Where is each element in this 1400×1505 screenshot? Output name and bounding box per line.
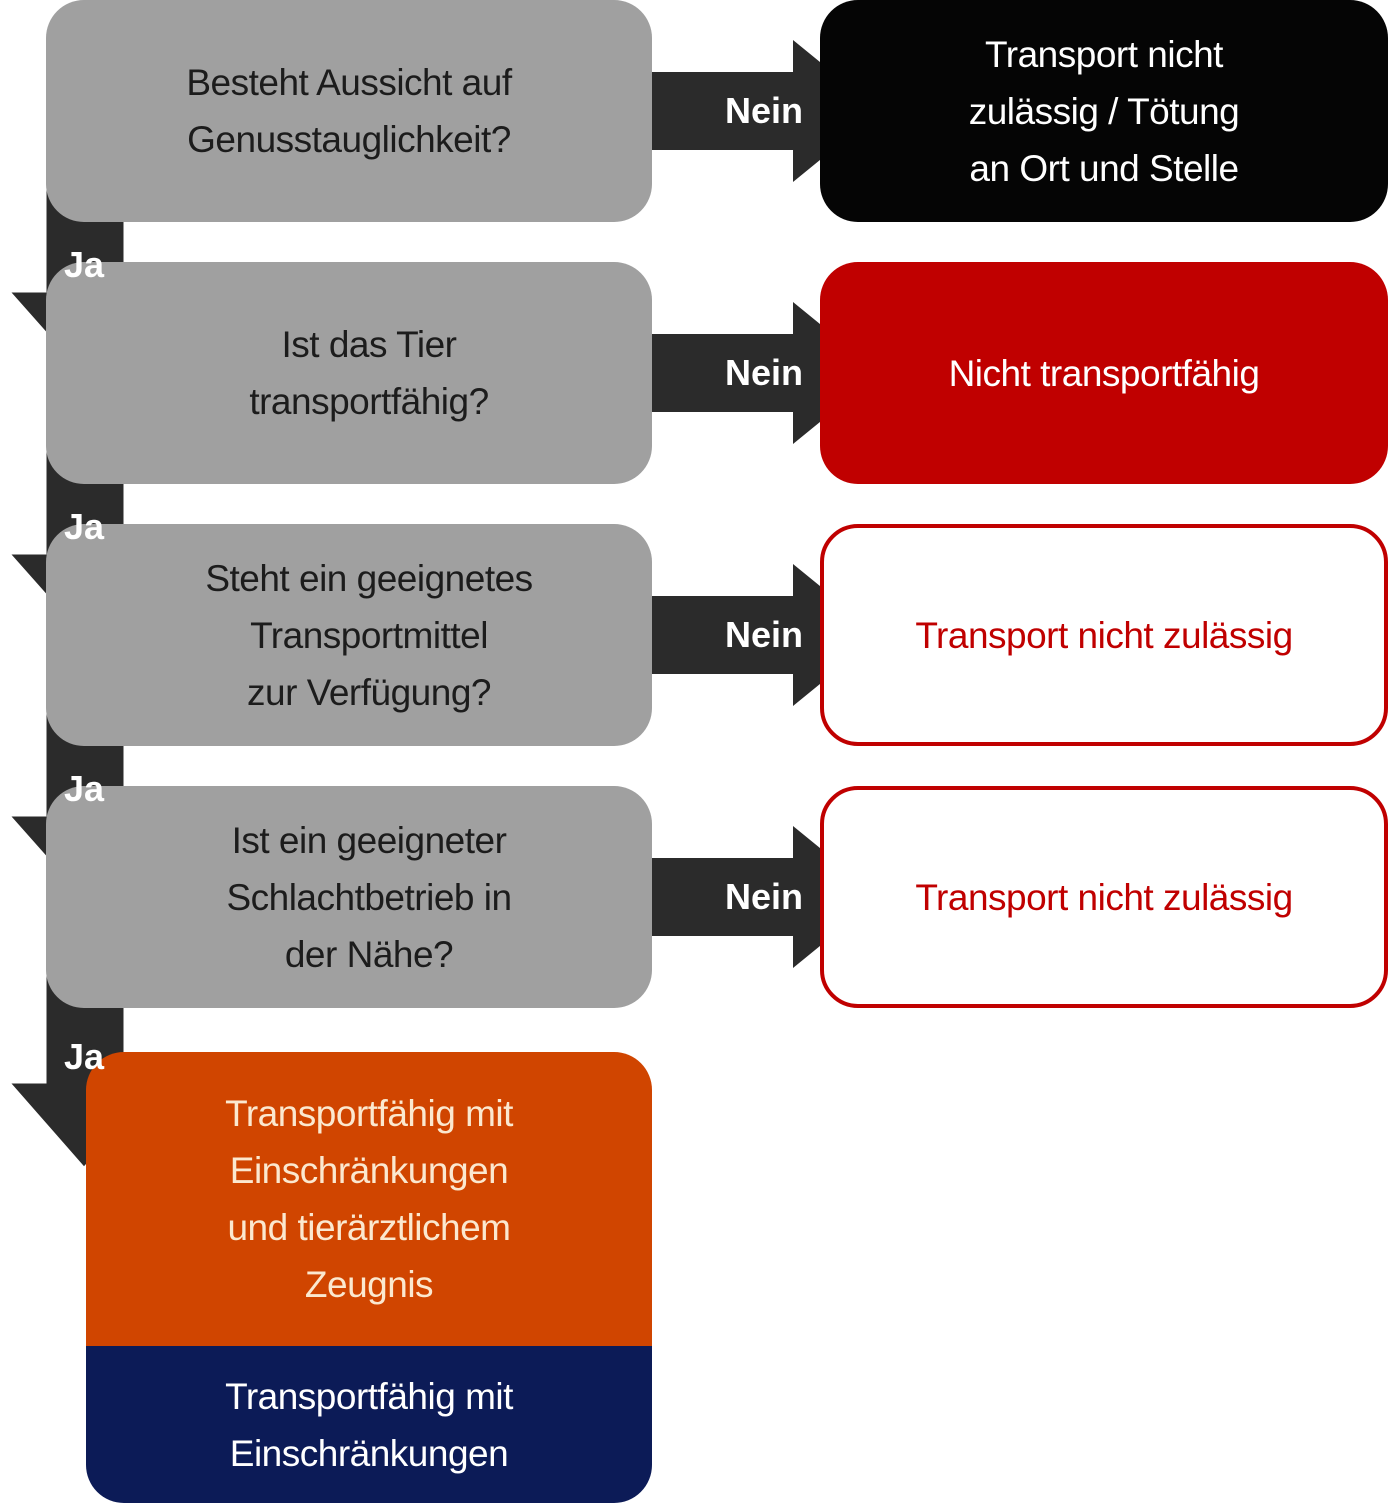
ja-label-3: Ja — [63, 768, 105, 809]
outcome-nicht-transportfaehig: Nicht transportfähig — [820, 262, 1388, 484]
question-schlachtbetrieb: Ist ein geeigneter Schlachtbetrieb in de… — [46, 786, 652, 1008]
ja-label-1: Ja — [63, 244, 105, 285]
nein-label-1: Nein — [724, 90, 803, 131]
question-transportmittel: Steht ein geeignetes Transportmittel zur… — [46, 524, 652, 746]
nein-label-3: Nein — [724, 614, 803, 655]
outcome-transport-nicht-zulaessig-2: Transport nicht zulässig — [820, 786, 1388, 1008]
nein-label-4: Nein — [724, 876, 803, 917]
final-restricted-with-certificate: Transportfähig mit Einschränkungen und t… — [86, 1052, 652, 1346]
question-transportfaehig: Ist das Tier transportfähig? — [46, 262, 652, 484]
question-genusstauglichkeit: Besteht Aussicht auf Genusstauglichkeit? — [46, 0, 652, 222]
nein-label-2: Nein — [724, 352, 803, 393]
ja-label-4: Ja — [63, 1036, 105, 1077]
outcome-toetung: Transport nicht zulässig / Tötung an Ort… — [820, 0, 1388, 222]
final-restricted: Transportfähig mit Einschränkungen — [86, 1346, 652, 1503]
ja-label-2: Ja — [63, 506, 105, 547]
outcome-transport-nicht-zulaessig-1: Transport nicht zulässig — [820, 524, 1388, 746]
